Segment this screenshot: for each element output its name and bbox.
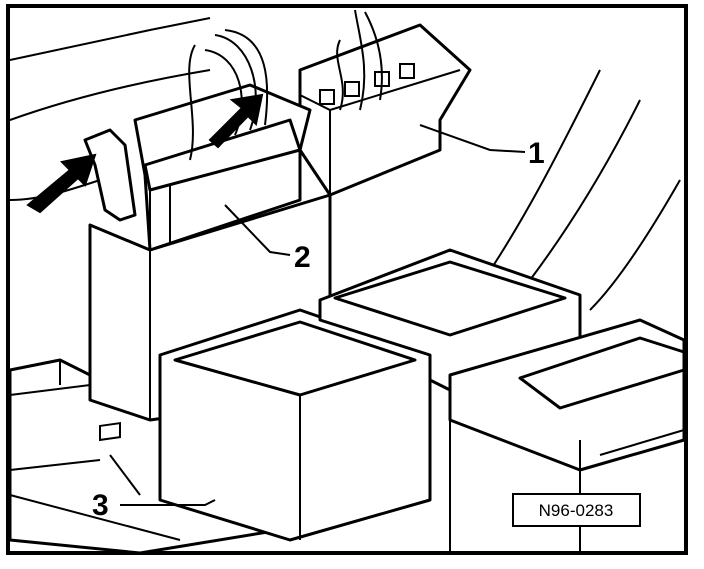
callout-1: 1 [528,137,545,170]
callout-2: 2 [294,241,311,274]
relay-front [158,308,432,542]
relay-right [448,318,686,553]
background-panel [9,17,681,311]
leader-lines [109,124,526,506]
connector-2 [133,29,312,252]
callout-3: 3 [92,489,109,522]
release-tab [83,128,137,222]
reference-code-box [512,493,641,527]
push-arrow-center [208,93,264,149]
connector-1 [298,9,472,197]
push-arrow-left [26,153,97,214]
reference-code: N96-0283 [539,501,614,520]
